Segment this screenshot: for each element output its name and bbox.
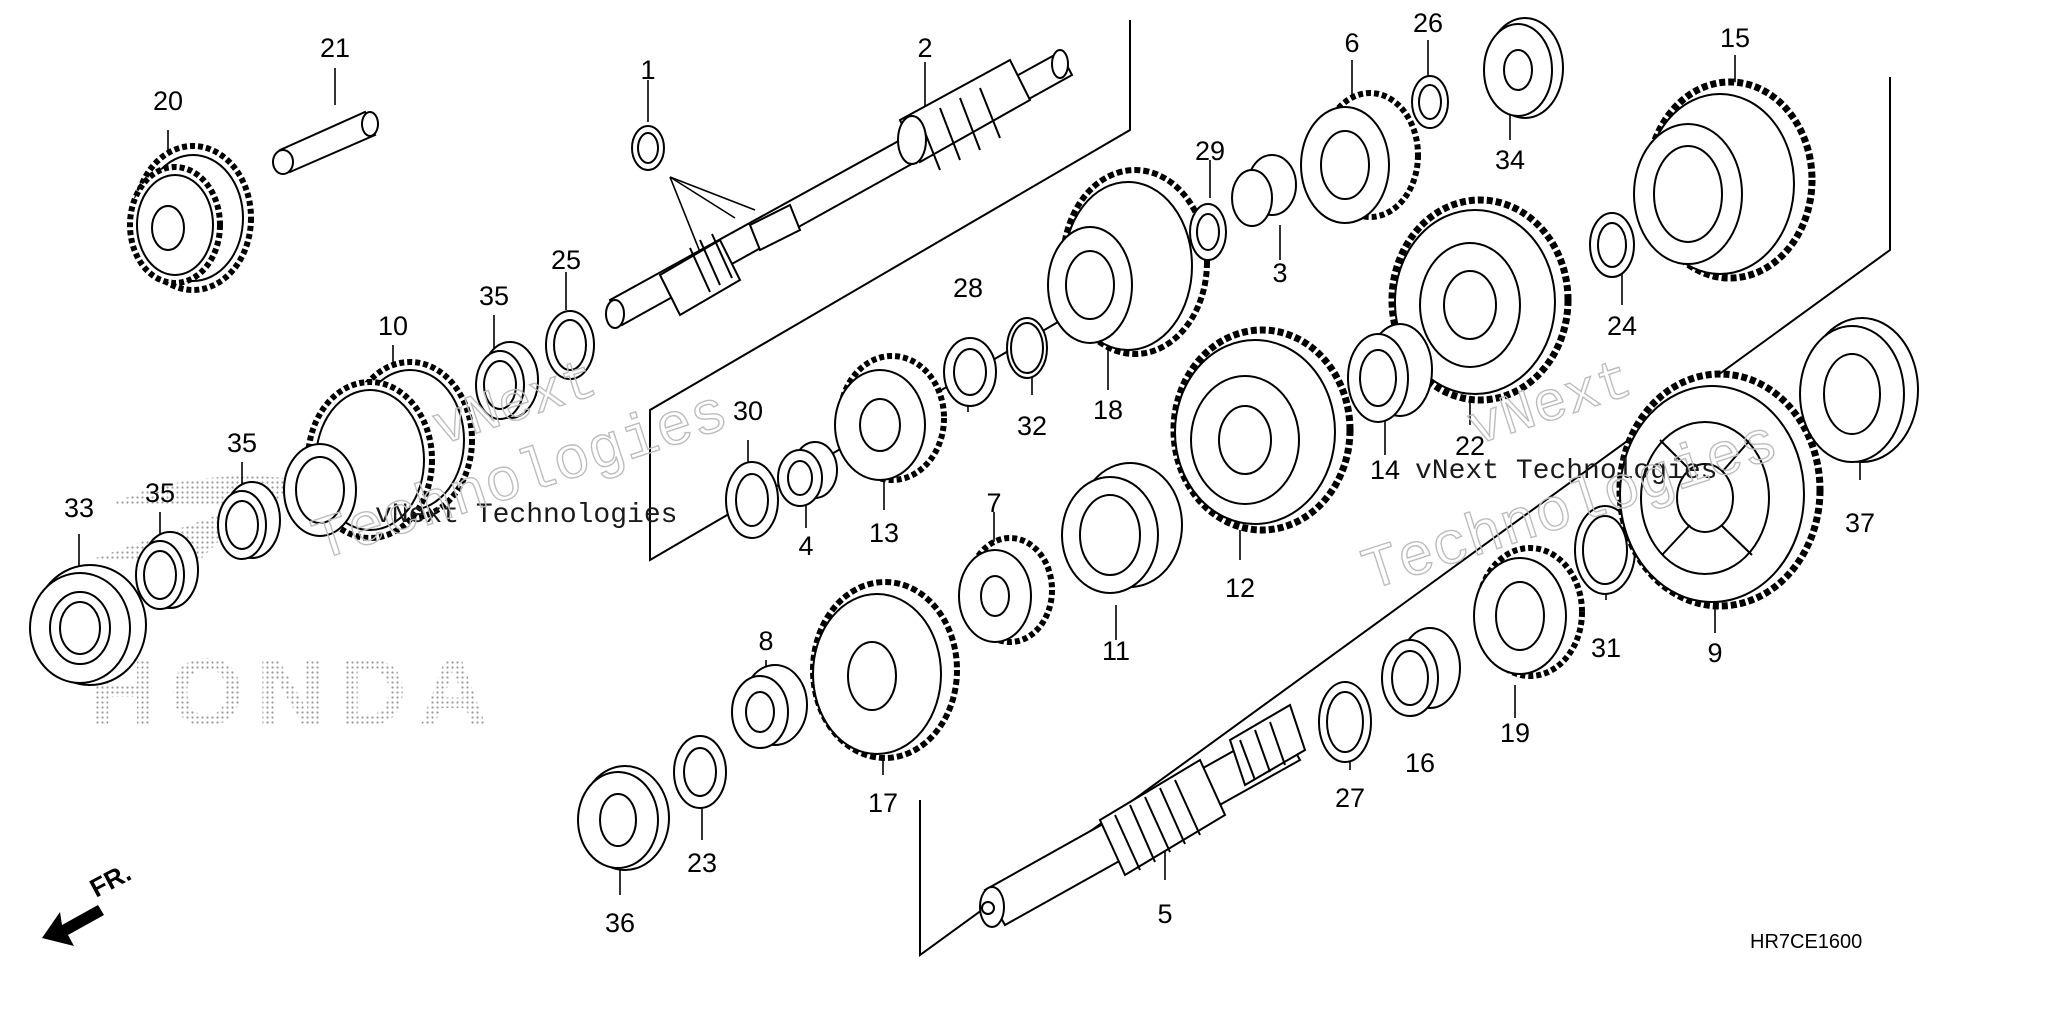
callout-35c[interactable]: 35 [145,478,175,508]
callout-31[interactable]: 31 [1591,633,1621,663]
washer-24 [1589,212,1635,278]
collar-14 [1347,323,1433,423]
parts [29,17,1919,871]
needle-bearing-35b [217,481,281,560]
washer-27 [1318,681,1372,763]
callout-1[interactable]: 1 [640,55,655,85]
callout-28[interactable]: 28 [953,273,983,303]
callout-27[interactable]: 27 [1335,783,1365,813]
collar-4 [777,441,838,507]
gear-19 [1473,545,1585,679]
callout-26[interactable]: 26 [1413,8,1443,38]
gear-22 [1388,196,1572,404]
countershaft [979,703,1307,928]
callout-6[interactable]: 6 [1344,28,1359,58]
callout-3[interactable]: 3 [1272,258,1287,288]
callout-5[interactable]: 5 [1157,899,1172,929]
gear-15 [1633,78,1816,282]
callout-35b[interactable]: 35 [227,428,257,458]
callout-7[interactable]: 7 [986,488,1001,518]
callout-13[interactable]: 13 [869,518,899,548]
washer-26 [1411,75,1449,129]
callout-10[interactable]: 10 [378,311,408,341]
callout-8[interactable]: 8 [758,626,773,656]
gear-10 [283,359,475,541]
mainshaft [605,49,1074,329]
callout-14[interactable]: 14 [1370,455,1400,485]
callout-numbers: 1 2 3 4 5 6 7 8 9 10 11 12 13 14 15 16 1… [64,8,1875,938]
callout-37[interactable]: 37 [1845,508,1875,538]
bearing-37 [1799,317,1919,463]
callout-25[interactable]: 25 [551,245,581,275]
gear-12 [1170,326,1354,534]
pin-21 [272,110,379,175]
callout-33[interactable]: 33 [64,493,94,523]
collar-16 [1381,627,1461,717]
washer-23 [673,735,727,809]
callout-36[interactable]: 36 [605,908,635,938]
washer-29 [1189,203,1227,261]
callout-18[interactable]: 18 [1093,395,1123,425]
callout-9[interactable]: 9 [1707,638,1722,668]
callout-4[interactable]: 4 [798,531,813,561]
washer-1 [631,125,665,171]
callout-30[interactable]: 30 [733,396,763,426]
callout-11[interactable]: 11 [1102,636,1130,666]
gear-20 [127,143,254,293]
honda-wordmark: HONDA [88,639,500,746]
front-direction-indicator: FR. [42,857,136,946]
front-arrow-icon [42,905,104,946]
watermark-company-left: vNext Technologies [375,500,677,531]
callout-24[interactable]: 24 [1607,311,1637,341]
countershaft-box [919,77,1891,957]
washer-30 [725,461,779,539]
washer-25 [545,310,595,380]
circlip-32 [1006,317,1048,379]
callout-16[interactable]: 16 [1405,748,1435,778]
callout-34[interactable]: 34 [1495,145,1525,175]
gear-9 [1616,370,1824,610]
bearing-33 [29,564,147,686]
callout-20[interactable]: 20 [153,86,183,116]
watermark-company-right: vNext Technologies [1415,456,1717,487]
callout-19[interactable]: 19 [1500,718,1530,748]
collar-8 [731,664,808,749]
bearing-34 [1483,17,1564,119]
gear-18 [1047,167,1210,357]
callout-23[interactable]: 23 [687,848,717,878]
needle-bearing-35a [475,341,539,420]
collar-3 [1231,154,1297,227]
sleeve-11 [1061,462,1183,594]
callout-15[interactable]: 15 [1720,23,1750,53]
callout-2[interactable]: 2 [917,33,932,63]
callout-29[interactable]: 29 [1195,136,1225,166]
washer-28 [943,337,997,407]
gear-7 [958,535,1055,645]
diagram-code: HR7CE1600 [1750,931,1862,953]
bearing-36 [577,765,670,871]
needle-bearing-35c [135,531,199,610]
gear-17 [810,579,960,761]
callout-22[interactable]: 22 [1455,431,1485,461]
callout-32[interactable]: 32 [1017,411,1047,441]
gear-13 [834,353,947,483]
front-label: FR. [85,857,136,903]
callout-21[interactable]: 21 [320,33,350,63]
callout-17[interactable]: 17 [868,788,898,818]
callout-12[interactable]: 12 [1225,573,1255,603]
callout-35a[interactable]: 35 [479,281,509,311]
gear-6 [1300,90,1421,224]
